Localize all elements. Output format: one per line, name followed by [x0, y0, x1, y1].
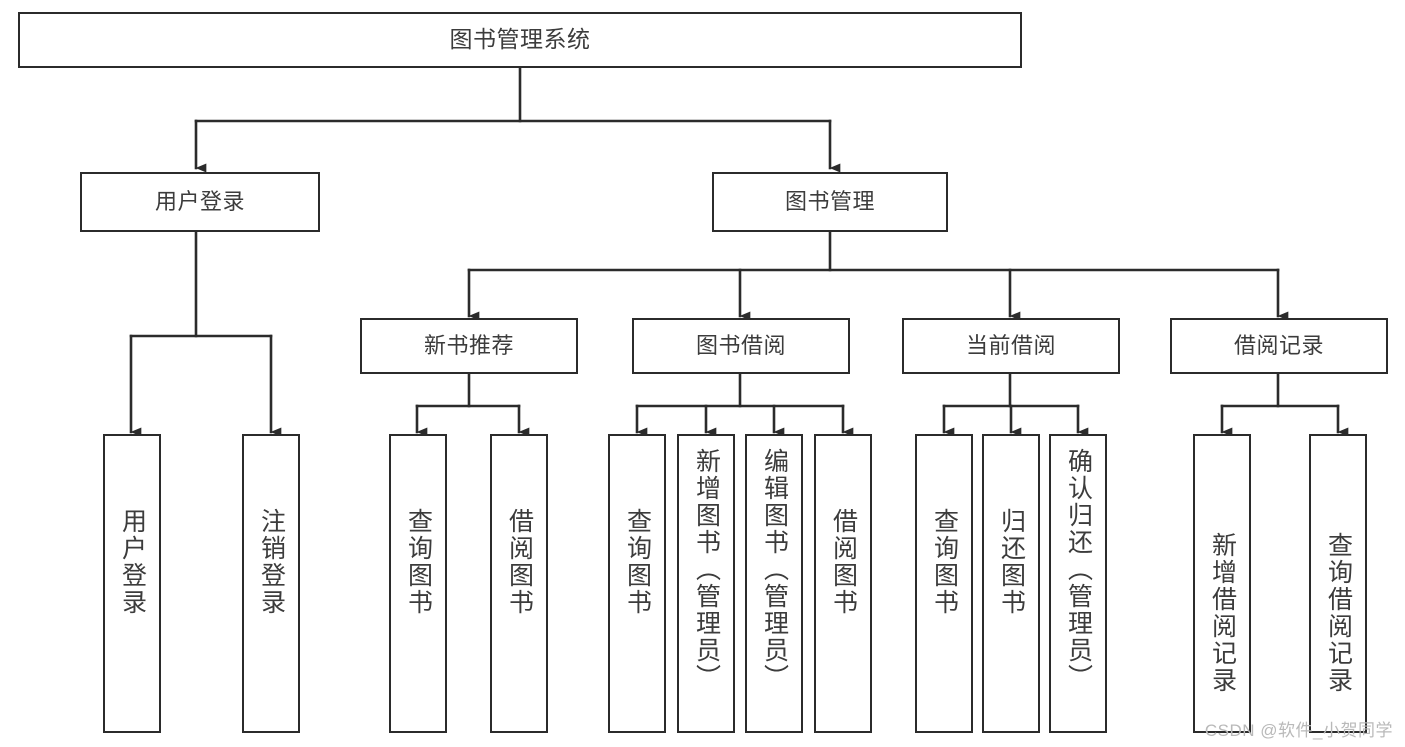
- node-label: 查询图书: [404, 508, 433, 616]
- node-label: 当前借阅: [965, 333, 1056, 359]
- node-label: 借阅图书: [829, 508, 858, 616]
- node-book-borrow[interactable]: 图书借阅: [632, 318, 850, 374]
- node-label: 图书管理: [784, 189, 875, 215]
- node-label: 确认归还（管理员）: [1064, 448, 1093, 691]
- node-leaf-query-book-2[interactable]: 查询图书: [608, 434, 666, 733]
- node-label: 新增图书（管理员）: [692, 448, 721, 691]
- node-leaf-logout[interactable]: 注销登录: [242, 434, 300, 733]
- node-root-book-management-system[interactable]: 图书管理系统: [18, 12, 1022, 68]
- node-borrow-record[interactable]: 借阅记录: [1170, 318, 1388, 374]
- node-leaf-user-login[interactable]: 用户登录: [103, 434, 161, 733]
- node-leaf-query-book-1[interactable]: 查询图书: [389, 434, 447, 733]
- node-book-manage[interactable]: 图书管理: [712, 172, 948, 232]
- node-label: 图书借阅: [695, 333, 786, 359]
- node-label: 查询借阅记录: [1324, 532, 1353, 694]
- node-label: 用户登录: [154, 189, 245, 215]
- node-new-book-recommend[interactable]: 新书推荐: [360, 318, 578, 374]
- node-label: 借阅图书: [505, 508, 534, 616]
- node-leaf-query-book-3[interactable]: 查询图书: [915, 434, 973, 733]
- node-leaf-borrow-book-2[interactable]: 借阅图书: [814, 434, 872, 733]
- node-leaf-return-book[interactable]: 归还图书: [982, 434, 1040, 733]
- node-leaf-borrow-book-1[interactable]: 借阅图书: [490, 434, 548, 733]
- node-label: 用户登录: [118, 508, 147, 616]
- node-label: 借阅记录: [1233, 333, 1324, 359]
- node-leaf-add-book[interactable]: 新增图书（管理员）: [677, 434, 735, 733]
- node-label: 新增借阅记录: [1208, 532, 1237, 694]
- node-label: 图书管理系统: [449, 26, 591, 53]
- node-label: 归还图书: [997, 508, 1026, 616]
- node-leaf-edit-book[interactable]: 编辑图书（管理员）: [745, 434, 803, 733]
- node-user-login[interactable]: 用户登录: [80, 172, 320, 232]
- node-leaf-confirm-return[interactable]: 确认归还（管理员）: [1049, 434, 1107, 733]
- node-leaf-add-record[interactable]: 新增借阅记录: [1193, 434, 1251, 733]
- node-label: 新书推荐: [423, 333, 514, 359]
- node-label: 编辑图书（管理员）: [760, 448, 789, 691]
- node-label: 查询图书: [623, 508, 652, 616]
- node-leaf-query-record[interactable]: 查询借阅记录: [1309, 434, 1367, 733]
- node-label: 查询图书: [930, 508, 959, 616]
- node-current-borrow[interactable]: 当前借阅: [902, 318, 1120, 374]
- node-label: 注销登录: [257, 508, 286, 616]
